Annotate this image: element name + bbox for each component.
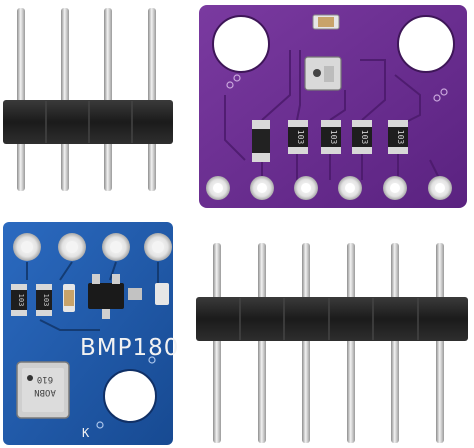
bmp180-sensor-chip: 610 AOBN <box>16 361 70 419</box>
resistor: 103 <box>321 120 341 154</box>
voltage-regulator <box>88 274 124 319</box>
sensor-marking: AOBN <box>34 387 56 397</box>
resistor: 103 <box>388 120 408 154</box>
resistor: 103 <box>352 120 372 154</box>
header-pin <box>391 243 399 443</box>
chip-marking: 103 <box>17 294 25 307</box>
chip-marking: 103 <box>360 130 369 145</box>
resistor: 103 <box>11 284 27 316</box>
header-pin <box>213 243 221 443</box>
resistor <box>252 120 270 162</box>
header-pin <box>302 243 310 443</box>
header-pin <box>148 8 156 191</box>
header-pin <box>436 243 444 443</box>
mounting-hole <box>212 15 270 73</box>
header-pin <box>104 8 112 191</box>
purple-sensor-board: 103 103 103 103 <box>199 5 467 208</box>
pin-header-6 <box>196 243 468 443</box>
chip-marking: 103 <box>329 130 338 145</box>
header-pin <box>17 8 25 191</box>
pin-pads <box>206 176 452 200</box>
header-pin <box>258 243 266 443</box>
mounting-hole <box>397 15 455 73</box>
header-pin <box>347 243 355 443</box>
header-plastic <box>196 297 468 341</box>
chip-marking: 103 <box>42 294 50 307</box>
corner-mark: K <box>82 426 90 440</box>
pin-header-4 <box>3 8 173 191</box>
resistor: 103 <box>36 284 52 316</box>
header-pin <box>61 8 69 191</box>
board-label: BMP180 <box>80 335 179 361</box>
pin-pads <box>13 233 172 261</box>
blue-sensor-board: 103 103 BMP180 610 AOBN <box>3 222 179 445</box>
chip-marking: 103 <box>396 130 405 145</box>
mounting-hole <box>103 369 157 423</box>
header-plastic <box>3 100 173 144</box>
chip-marking: 103 <box>296 130 305 145</box>
bmp280-sensor-chip <box>304 56 342 91</box>
resistor: 103 <box>288 120 308 154</box>
sensor-marking: 610 <box>37 374 53 384</box>
